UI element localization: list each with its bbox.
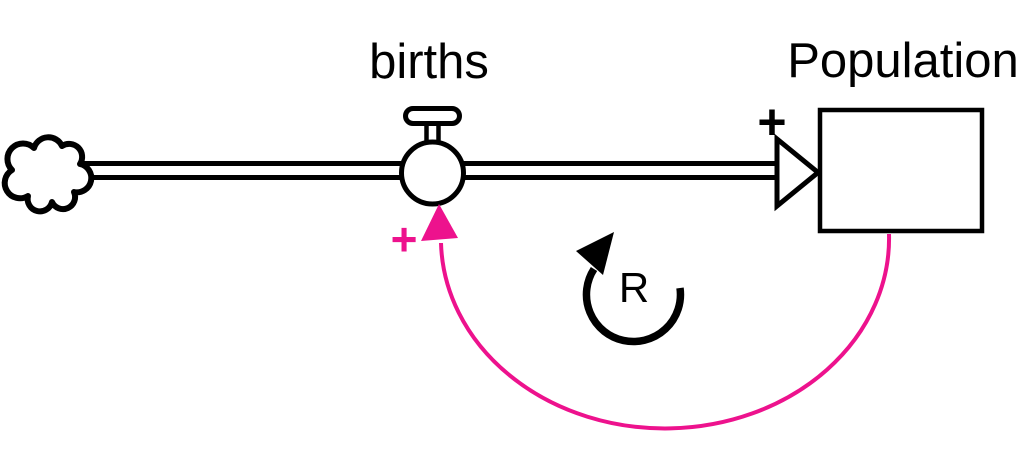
stock-label: Population	[787, 34, 1019, 88]
stock-box	[817, 107, 985, 234]
loop-label: R	[619, 264, 649, 311]
flow-label: births	[369, 35, 489, 89]
feedback-arrow-curve	[439, 233, 892, 431]
inflow-polarity-sign: +	[757, 94, 786, 150]
flow-arrowhead-icon	[774, 133, 822, 212]
feedback-arrowhead-icon	[421, 204, 458, 241]
loop-arrowhead-icon	[576, 232, 614, 275]
cloud-icon	[1, 134, 95, 215]
feedback-polarity-sign: +	[391, 213, 418, 265]
reinforcing-loop-icon	[576, 232, 685, 346]
valve-icon	[399, 106, 466, 207]
valve-circle	[399, 139, 466, 207]
loop-arc	[582, 266, 685, 346]
valve-handle	[403, 106, 462, 126]
